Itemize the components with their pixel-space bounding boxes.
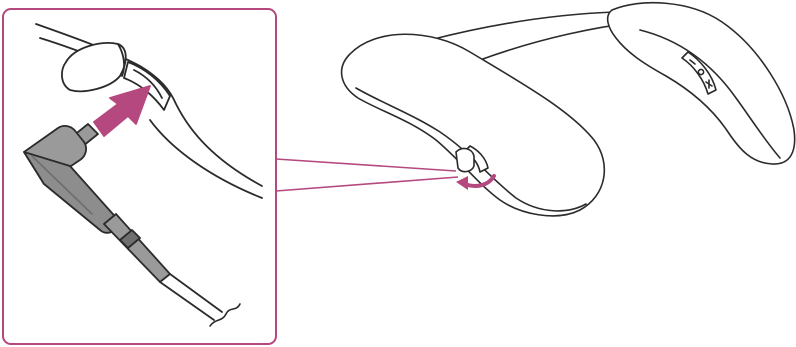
- zoom-detail: [24, 24, 262, 326]
- neckband-speaker: [342, 3, 795, 216]
- zoom-speaker-underside: [150, 120, 262, 198]
- usb-cable: [160, 274, 222, 320]
- callout-leader-bottom: [276, 177, 458, 191]
- function-button-icon: [698, 69, 703, 74]
- insert-arrow: [94, 86, 150, 136]
- open-cover-arrow-head: [456, 176, 468, 190]
- zoom-port-cover: [62, 43, 126, 91]
- usb-c-strain-relief: [104, 214, 170, 282]
- port-cover: [456, 149, 474, 172]
- callout-leader-top: [276, 159, 456, 171]
- neckband-left-arm: [342, 34, 605, 216]
